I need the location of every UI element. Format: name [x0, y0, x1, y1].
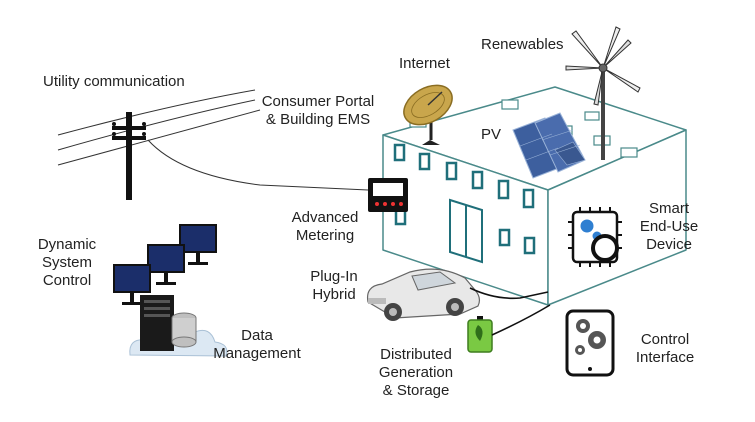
label-control-interface: Control Interface: [630, 331, 700, 367]
wind-turbine-icon: [565, 26, 641, 160]
utility-line-to-meter: [147, 139, 369, 191]
label-distributed-generation: Distributed Generation & Storage: [371, 346, 461, 400]
satellite-dish-icon: [403, 84, 453, 145]
pv-panels-icon: [512, 112, 586, 179]
label-data-management-line1: Data: [241, 327, 273, 344]
label-data-management: Data Management: [202, 327, 312, 363]
tablet-icon: [565, 309, 615, 377]
label-renewables: Renewables: [481, 36, 564, 53]
building-door: [449, 198, 483, 264]
label-distributed-line2: Generation: [378, 364, 454, 381]
label-plug-in-hybrid: Plug-In Hybrid: [302, 268, 366, 304]
label-dynamic-line1: Dynamic: [37, 236, 97, 253]
label-advanced-metering-line2: Metering: [295, 227, 355, 244]
label-distributed-line1: Distributed: [380, 346, 452, 363]
label-advanced-metering: Advanced Metering: [280, 209, 370, 245]
label-smart-device-line1: Smart: [648, 200, 689, 217]
label-dynamic-line2: System: [41, 254, 92, 271]
plug-in-hybrid-car-icon: [366, 268, 481, 321]
label-utility-communication: Utility communication: [43, 73, 185, 90]
building-windows: [393, 143, 536, 255]
power-lines: [57, 89, 261, 166]
label-smart-device-line2: End-Use: [639, 218, 699, 235]
label-control-interface-line1: Control: [640, 331, 690, 348]
label-data-management-line2: Management: [213, 345, 301, 362]
label-advanced-metering-line1: Advanced: [291, 209, 359, 226]
computer-monitors-icon: [113, 224, 217, 305]
label-smart-end-use-device: Smart End-Use Device: [638, 200, 700, 254]
label-consumer-portal-line2: & Building EMS: [265, 111, 371, 128]
label-pv: PV: [481, 126, 502, 143]
label-consumer-portal: Consumer Portal & Building EMS: [258, 93, 378, 129]
smart-device-icon: [568, 207, 622, 267]
label-consumer-portal-line1: Consumer Portal: [261, 93, 375, 110]
charging-cable: [469, 287, 549, 300]
label-plug-in-hybrid-line2: Hybrid: [312, 286, 356, 303]
label-distributed-line3: & Storage: [382, 382, 450, 399]
battery-cable: [491, 304, 551, 336]
label-dynamic-line3: Control: [42, 272, 92, 289]
label-control-interface-line2: Interface: [635, 349, 695, 366]
label-plug-in-hybrid-line1: Plug-In: [310, 268, 358, 285]
smart-meter-icon: [368, 178, 408, 212]
utility-pole-icon: [112, 112, 146, 200]
data-management-icon: [129, 295, 228, 357]
label-smart-device-line3: Device: [646, 236, 692, 253]
battery-icon: [467, 316, 493, 353]
label-dynamic-system-control: Dynamic System Control: [30, 236, 104, 290]
label-internet: Internet: [399, 55, 450, 72]
